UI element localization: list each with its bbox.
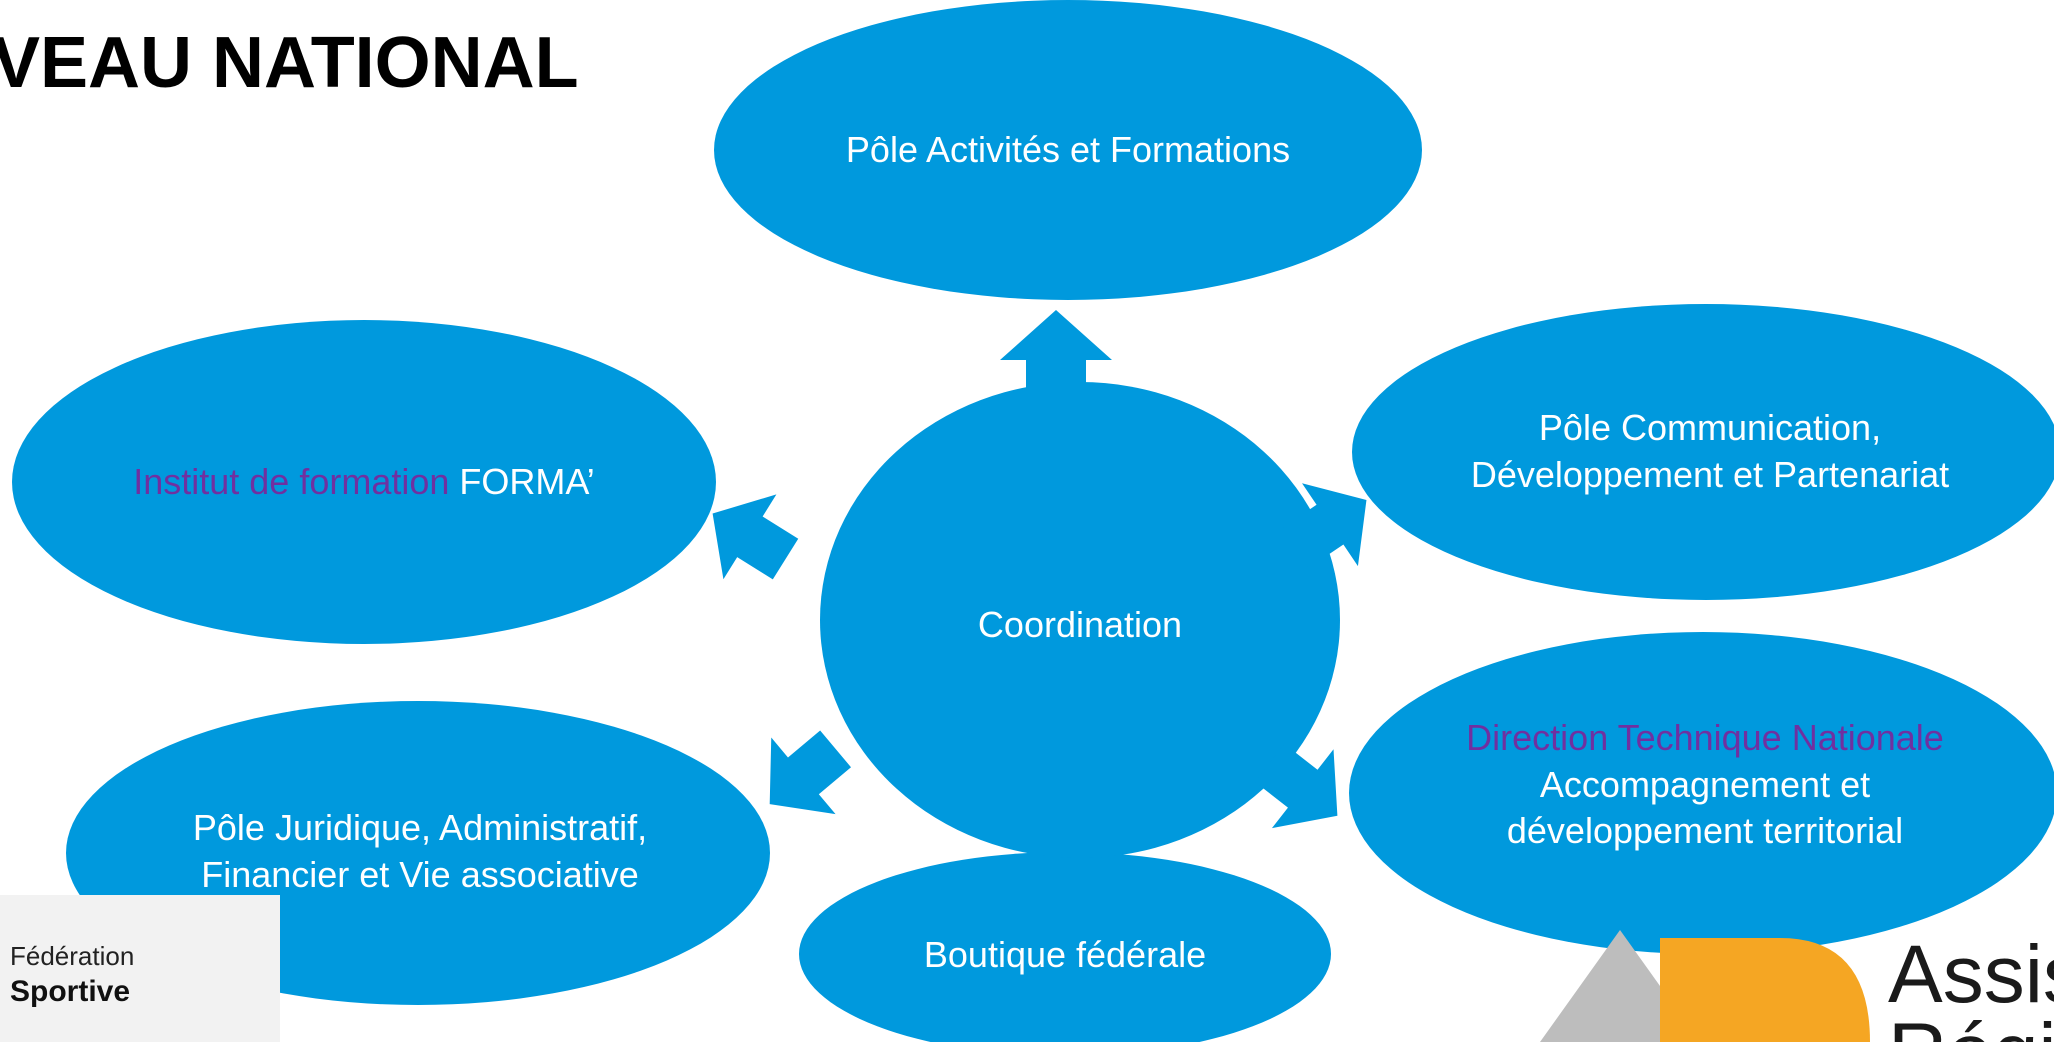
node-right-bottom-line2: développement territorial — [1506, 810, 1904, 852]
node-left-shape — [12, 320, 716, 644]
node-right-top-shape — [1352, 304, 2054, 600]
node-bottom-shape — [799, 852, 1331, 1042]
node-left-text: FORMA’ — [459, 460, 595, 502]
node-bottom-left-line2: Financier et Vie associative — [201, 854, 639, 895]
arrow-up-left — [712, 494, 799, 580]
node-right-bottom-line1: Accompagnement et — [1539, 763, 1871, 805]
node-top-label: Pôle Activités et Formations — [845, 128, 1291, 170]
assises-logo: Assises Régionales — [1490, 930, 2054, 1042]
assises-logo-word1: Assises — [1888, 930, 2054, 1020]
arrow-down-left — [769, 730, 852, 815]
node-center-shape — [820, 382, 1340, 858]
arrow-up — [1000, 310, 1112, 400]
node-bottom: Boutique fédérale — [820, 925, 1310, 985]
node-right-bottom-shape — [1349, 632, 2054, 954]
arrow-up-right — [1281, 483, 1367, 569]
node-right-top-line1: Pôle Communication, — [1538, 407, 1882, 449]
node-left: Institut de formation FORMA’ — [40, 430, 688, 534]
node-bottom-left: Pôle Juridique, Administratif, Financier… — [90, 790, 750, 914]
assises-logo-mark — [1540, 930, 1870, 1042]
page-title: VEAU NATIONAL — [0, 23, 579, 103]
node-bottom-label: Boutique fédérale — [923, 933, 1207, 975]
node-center-label: Coordination — [977, 603, 1183, 645]
federation-logo: Fédération Sportive — [0, 895, 280, 1042]
node-right-bottom-accent: Direction Technique Nationale — [1466, 716, 1944, 758]
node-left-accent: Institut de formation — [133, 460, 450, 502]
node-left-label: Institut de formation FORMA’ — [133, 459, 595, 506]
federation-logo-line2: Sportive — [10, 975, 131, 1008]
node-right-bottom: Direction Technique Nationale Accompagne… — [1360, 700, 2050, 870]
node-bottom-left-line1: Pôle Juridique, Administratif, — [192, 807, 648, 849]
node-top-shape — [714, 0, 1422, 300]
node-top: Pôle Activités et Formations — [714, 80, 1422, 220]
arrow-down-right — [1254, 743, 1338, 829]
node-center: Coordination — [850, 590, 1310, 660]
assises-logo-word2: Régionales — [1888, 1012, 2054, 1042]
node-right-top-line2: Développement et Partenariat — [1470, 454, 1950, 495]
federation-logo-line1: Fédération — [10, 941, 135, 971]
node-right-top: Pôle Communication, Développement et Par… — [1380, 390, 2040, 514]
